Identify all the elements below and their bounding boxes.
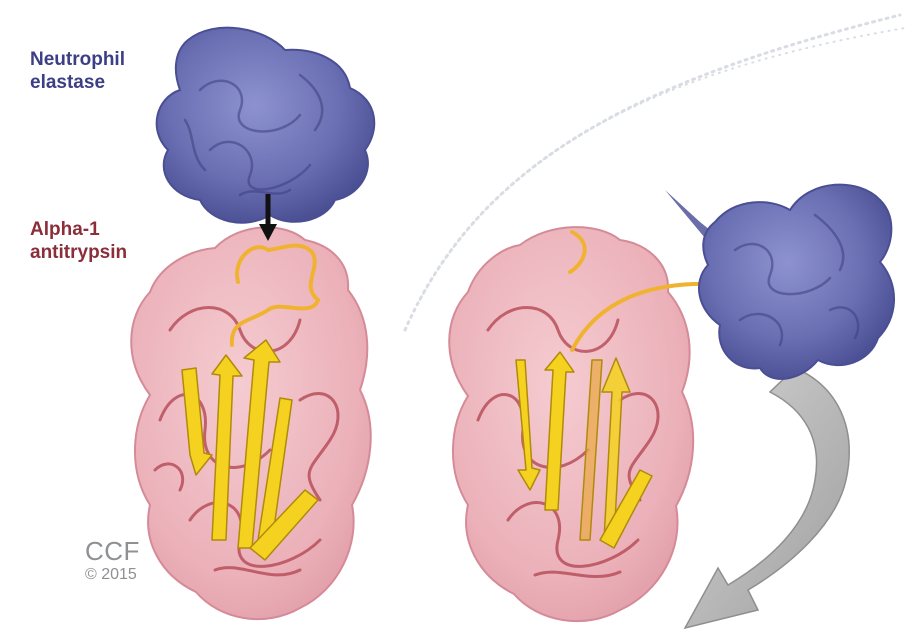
alpha1-antitrypsin-native [131, 227, 370, 619]
curved-arrow [685, 368, 849, 628]
inhibitor-label: Alpha-1 antitrypsin [30, 218, 127, 264]
inhibitor-label-line2: antitrypsin [30, 241, 127, 264]
copyright-credit: CCF © 2015 [85, 537, 140, 585]
credit-line1: CCF [85, 537, 140, 565]
credit-line2: © 2015 [85, 565, 140, 585]
enzyme-label-line2: elastase [30, 71, 125, 94]
neutrophil-elastase-complex [665, 185, 894, 379]
neutrophil-elastase [157, 28, 375, 223]
alpha1-antitrypsin-complex [449, 227, 712, 621]
inhibitor-label-line1: Alpha-1 [30, 218, 127, 241]
enzyme-label: Neutrophil elastase [30, 48, 125, 94]
enzyme-label-line1: Neutrophil [30, 48, 125, 71]
